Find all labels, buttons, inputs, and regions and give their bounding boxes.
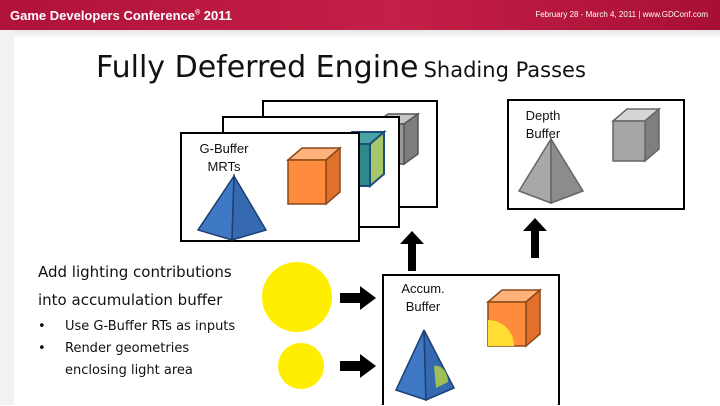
up-arrow-icon [523, 218, 547, 258]
depth-gray-cube-icon [610, 107, 662, 163]
header-shadow [14, 30, 720, 38]
orange-cube-icon [285, 146, 343, 206]
gbuffer-label: G-Buffer MRTs [199, 141, 249, 174]
lit-orange-cube-icon [485, 288, 543, 348]
description: Add lighting contributions into accumula… [38, 258, 232, 314]
conference-header-bar: Game Developers Conference® 2011 Februar… [0, 0, 720, 30]
description-line: Add lighting contributions [38, 263, 232, 281]
right-arrow-icon [340, 286, 376, 310]
lit-blue-pyramid-icon [394, 329, 456, 402]
bullet-item: • Render geometries enclosing light area [38, 341, 193, 378]
light-sphere-small [278, 343, 324, 389]
slide-title: Fully Deferred Engine Shading Passes [96, 50, 586, 85]
accum-buffer-label: Accum. Buffer [401, 281, 445, 314]
bullet-list: • Use G-Buffer RTs as inputs • Render ge… [38, 316, 235, 382]
bullet-item: • Use G-Buffer RTs as inputs [38, 319, 236, 334]
up-arrow-icon [400, 231, 424, 271]
depth-gray-pyramid-icon [517, 136, 585, 205]
light-sphere-large [262, 262, 332, 332]
description-line: into accumulation buffer [38, 291, 223, 309]
left-strip [0, 30, 14, 405]
slide-title-sub: Shading Passes [423, 58, 586, 82]
gbuffer-card-front: G-Buffer MRTs [180, 132, 360, 242]
slide-title-main: Fully Deferred Engine [96, 50, 419, 85]
conference-date-site: February 28 - March 4, 2011 | www.GDConf… [535, 10, 708, 19]
accum-buffer-card: Accum. Buffer [382, 274, 560, 405]
depth-buffer-card: Depth Buffer [507, 99, 685, 210]
blue-pyramid-icon [196, 173, 268, 242]
conference-name: Game Developers Conference® 2011 [10, 8, 232, 23]
right-arrow-icon [340, 354, 376, 378]
